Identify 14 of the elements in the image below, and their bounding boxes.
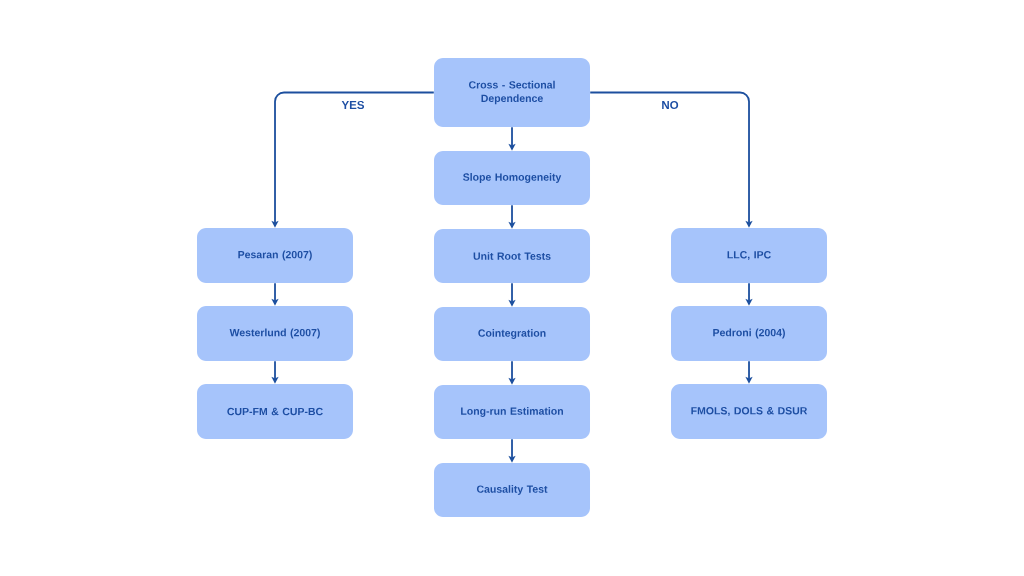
edge-label: YES	[340, 99, 366, 111]
process-box: Pesaran (2007)	[197, 228, 353, 283]
process-box: Pedroni (2004)	[671, 306, 827, 361]
process-box: Unit Root Tests	[434, 229, 590, 283]
edge-label: NO	[660, 99, 680, 111]
process-box: Cross - Sectional Dependence	[434, 58, 590, 127]
process-box: CUP-FM & CUP-BC	[197, 384, 353, 439]
process-box: FMOLS, DOLS & DSUR	[671, 384, 827, 439]
process-box: Slope Homogeneity	[434, 151, 590, 205]
process-box: Long-run Estimation	[434, 385, 590, 439]
process-box: Westerlund (2007)	[197, 306, 353, 361]
process-box: LLC, IPC	[671, 228, 827, 283]
process-box: Cointegration	[434, 307, 590, 361]
process-box: Causality Test	[434, 463, 590, 517]
